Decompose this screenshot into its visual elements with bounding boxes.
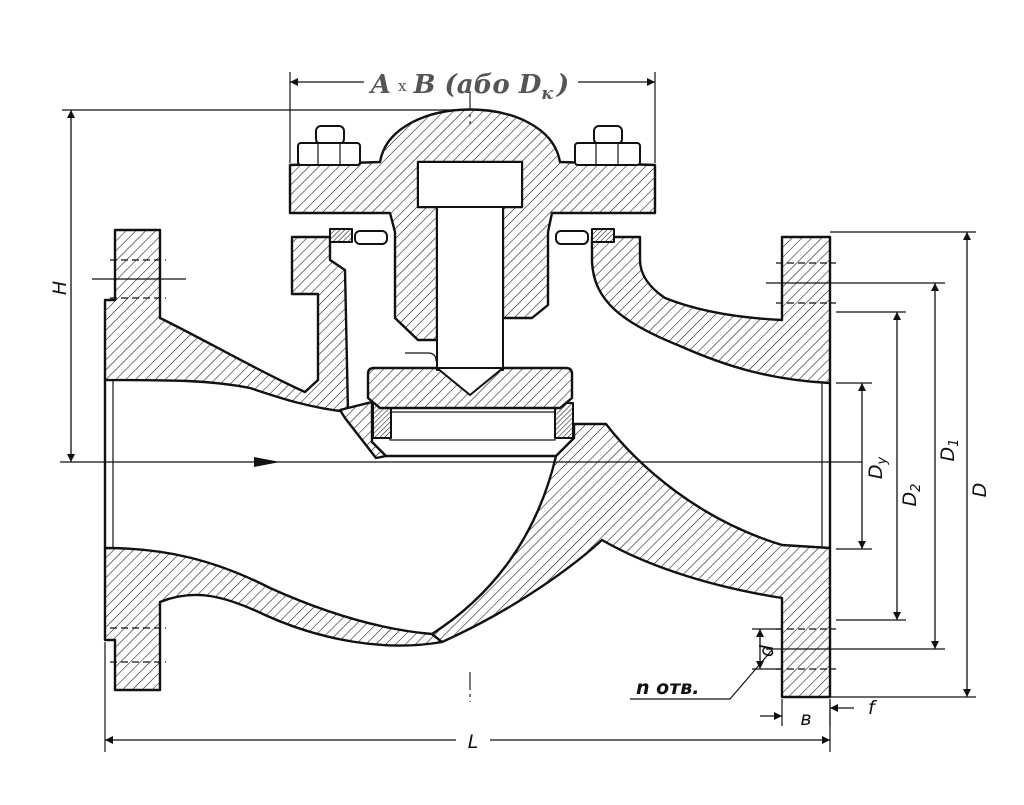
left-nut-facets xyxy=(317,143,341,165)
top-size-label-sub: к xyxy=(541,84,553,104)
nominal-diameter-label-sub: у xyxy=(875,457,890,466)
hole-diameter-label: d xyxy=(756,644,778,657)
disc-stem xyxy=(436,206,504,371)
disc-stem-tip xyxy=(436,367,504,396)
seat-opening xyxy=(389,411,556,441)
right-gasket xyxy=(591,228,615,243)
nominal-diameter-label: Dу xyxy=(865,457,890,480)
flange-thickness-label: в xyxy=(800,708,811,730)
left-bolt-nut xyxy=(297,142,361,166)
height-label: H xyxy=(49,281,71,295)
holes-count-label: n отв. xyxy=(636,677,699,699)
top-size-label-b: B (або D xyxy=(412,70,541,100)
bolt-circle-label-main: D xyxy=(937,447,959,462)
bolt-circle-label: D1 xyxy=(937,439,962,462)
top-size-label-a: A xyxy=(368,70,391,100)
body-upper-left xyxy=(103,228,350,414)
right-bolt-end xyxy=(593,125,623,145)
flow-direction-arrow xyxy=(254,457,280,467)
left-gasket xyxy=(329,228,353,243)
holes-leader-line xyxy=(729,649,773,700)
face-diameter-label-sub: 2 xyxy=(909,484,924,492)
top-size-label-close: ) xyxy=(556,70,569,100)
right-nut-facets xyxy=(595,143,619,165)
nominal-diameter-label-main: D xyxy=(865,465,887,480)
top-size-label-times: x xyxy=(398,77,407,95)
right-bolt-nut xyxy=(574,142,641,166)
left-bolt-end xyxy=(315,125,345,145)
face-diameter-label-main: D xyxy=(899,492,921,507)
bonnet-cavity xyxy=(417,161,523,208)
bolt-circle-label-sub: 1 xyxy=(947,439,962,447)
body-partition-lower-right xyxy=(430,422,832,699)
right-washer xyxy=(555,230,589,245)
outer-diameter-label: D xyxy=(969,483,991,498)
length-label: L xyxy=(468,731,479,753)
face-diameter-label: D2 xyxy=(899,484,924,507)
stem-pin-mark xyxy=(405,352,437,362)
left-washer xyxy=(354,230,388,245)
face-height-label: f xyxy=(868,697,878,719)
body-upper-right xyxy=(590,235,832,385)
body-lower-left xyxy=(103,546,444,692)
